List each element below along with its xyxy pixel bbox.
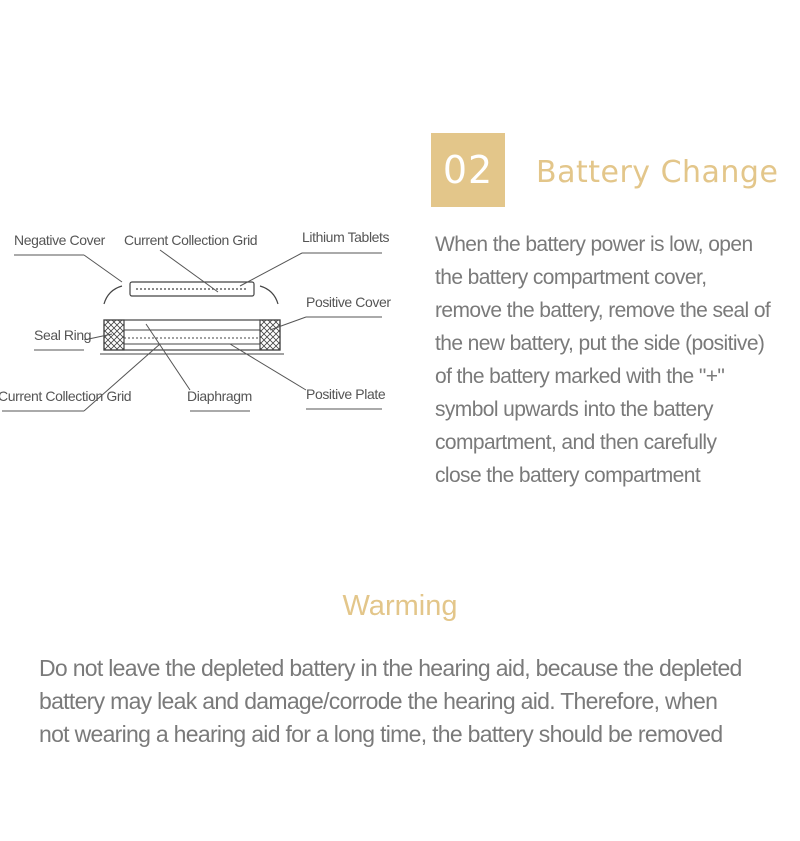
description-line: of the battery marked with the "+" (435, 365, 725, 388)
step-description: When the battery power is low, open the … (435, 228, 795, 492)
cell-body-shape (100, 319, 284, 355)
label-positive-cover: Positive Cover (306, 294, 391, 310)
description-line: the new battery, put the side (positive) (435, 332, 765, 355)
label-current-collection-grid-top: Current Collection Grid (124, 232, 257, 248)
warning-line: battery may leak and damage/corrode the … (39, 688, 718, 714)
warning-line: not wearing a hearing aid for a long tim… (39, 721, 723, 747)
leader-lines (83, 249, 307, 412)
warning-body: Do not leave the depleted battery in the… (39, 652, 797, 751)
description-line: symbol upwards into the battery (435, 398, 713, 421)
label-positive-plate: Positive Plate (306, 386, 386, 402)
label-negative-cover: Negative Cover (14, 232, 106, 248)
warning-line: Do not leave the depleted battery in the… (39, 655, 742, 681)
description-line: the battery compartment cover, (435, 266, 707, 289)
description-line: compartment, and then carefully (435, 431, 717, 454)
step-number-badge: 02 (431, 133, 505, 207)
description-line: When the battery power is low, open (435, 233, 753, 256)
warning-title: Warming (342, 590, 458, 622)
description-line: remove the battery, remove the seal of (435, 299, 771, 322)
label-current-collection-grid-bottom: Current Collection Grid (0, 388, 131, 404)
step-title: Battery Change (536, 155, 779, 190)
battery-structure-diagram: Negative Cover Current Collection Grid L… (0, 229, 392, 412)
label-diaphragm: Diaphragm (187, 388, 252, 404)
description-line: close the battery compartment (435, 464, 701, 487)
label-lithium-tablets: Lithium Tablets (302, 229, 390, 245)
label-underlines (2, 252, 382, 412)
label-seal-ring: Seal Ring (34, 327, 91, 343)
negative-cover-shape (103, 281, 279, 305)
